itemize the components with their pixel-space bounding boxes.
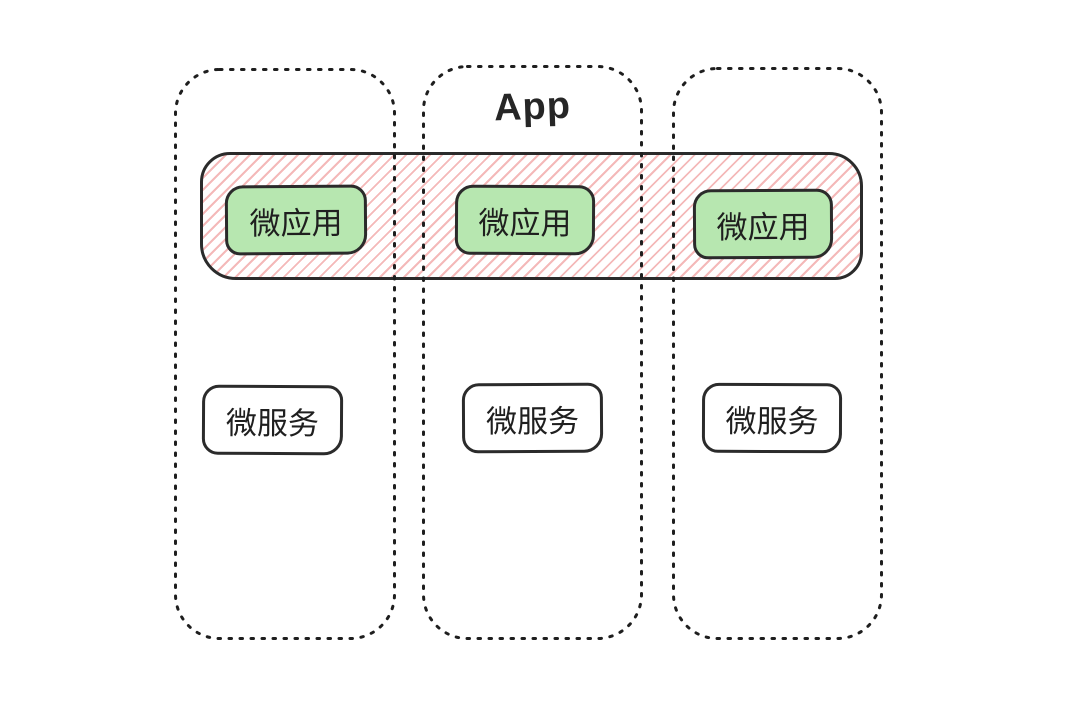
- micro-app-box-3: 微应用: [692, 188, 834, 260]
- micro-service-box-1: 微服务: [201, 384, 344, 456]
- app-title: App: [493, 84, 572, 130]
- micro-service-box-2: 微服务: [461, 382, 604, 454]
- micro-service-box-3: 微服务: [701, 382, 843, 454]
- micro-app-box-1: 微应用: [224, 184, 368, 256]
- micro-app-box-2: 微应用: [454, 184, 596, 256]
